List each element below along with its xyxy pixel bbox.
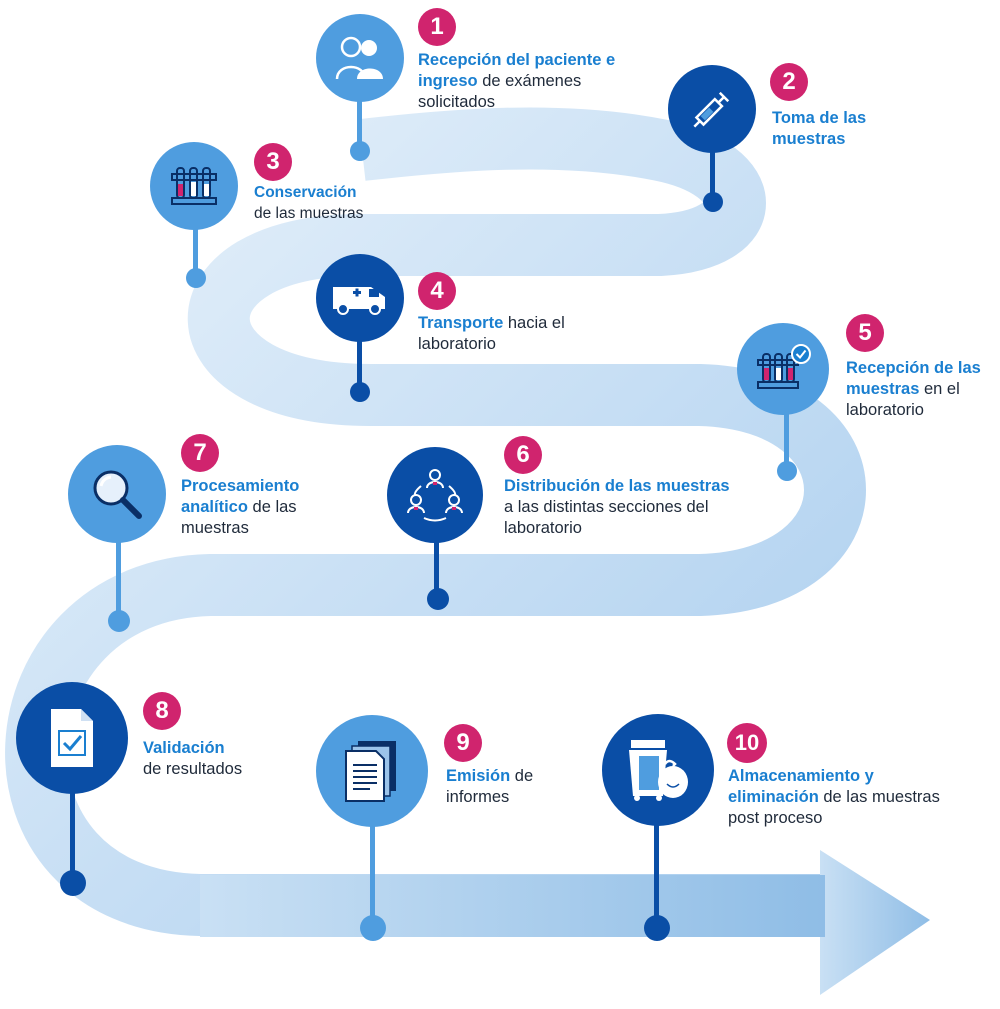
step-6-text: a las distintas secciones del laboratori…: [504, 498, 709, 537]
step-9-label: Emisión de informes: [446, 766, 596, 808]
step-10-stem: [654, 815, 659, 927]
step-7-stem: [116, 535, 121, 617]
step-3-pin: [186, 268, 206, 288]
step-7-text: de las muestras: [181, 498, 297, 537]
step-1-pin: [350, 141, 370, 161]
step-1-stem: [357, 90, 362, 150]
step-2-number: 2: [770, 63, 808, 101]
step-7-label: Procesamiento analítico de las muestras: [181, 476, 356, 539]
step-1-label: Recepción del paciente e ingreso de exám…: [418, 50, 658, 113]
patients-icon: [316, 14, 404, 102]
step-7-title: Procesamiento analítico: [181, 477, 300, 516]
step-1-title: Recepción del paciente e ingreso: [418, 51, 616, 90]
step-9-text: de informes: [446, 767, 534, 806]
documents-stack-icon: [316, 715, 428, 827]
step-2-stem: [710, 140, 715, 202]
step-10-number: 10: [727, 723, 767, 763]
step-6-number: 6: [504, 436, 542, 474]
step-10-pin: [644, 915, 670, 941]
step-6-pin: [427, 588, 449, 610]
step-8-number: 8: [143, 692, 181, 730]
step-6-title: Distribución de las muestras: [504, 477, 730, 495]
step-8-stem: [70, 775, 75, 875]
syringe-icon: [668, 65, 756, 153]
step-7-pin: [108, 610, 130, 632]
waste-bin-icon: [602, 714, 714, 826]
step-10-title: Almacenamiento y eliminación: [728, 767, 874, 806]
test-tubes-rack-icon: [150, 142, 238, 230]
step-4-label: Transporte hacia el laboratorio: [418, 313, 588, 355]
step-5-number: 5: [846, 314, 884, 352]
step-4-number: 4: [418, 272, 456, 310]
step-1-text: de exámenes solicitados: [418, 72, 582, 111]
step-2-title: Toma de las muestras: [772, 109, 867, 148]
step-9-number: 9: [444, 724, 482, 762]
step-10-text: de las muestras post proceso: [728, 788, 940, 827]
step-4-pin: [350, 382, 370, 402]
step-1-number: 1: [418, 8, 456, 46]
step-4-stem: [357, 330, 362, 388]
step-9-pin: [360, 915, 386, 941]
step-8-label: Validación de resultados: [143, 738, 293, 780]
step-10-label: Almacenamiento y eliminación de las mues…: [728, 766, 943, 829]
road-arrow-head: [820, 850, 930, 995]
step-3-text: de las muestras: [254, 205, 364, 222]
step-5-text: en el laboratorio: [846, 380, 960, 419]
step-6-label: Distribución de las muestras a las disti…: [504, 476, 734, 539]
step-2-label: Toma de las muestras: [772, 108, 922, 150]
step-9-title: Emisión: [446, 767, 511, 785]
checked-document-icon: [16, 682, 128, 794]
step-3-number: 3: [254, 143, 292, 181]
people-cycle-icon: [387, 447, 483, 543]
step-2-pin: [703, 192, 723, 212]
step-4-title: Transporte: [418, 314, 504, 332]
van-icon: [316, 254, 404, 342]
step-5-label: Recepción de las muestras en el laborato…: [846, 358, 996, 421]
test-tubes-check-icon: [737, 323, 829, 415]
step-4-text: hacia el laboratorio: [418, 314, 565, 353]
step-3-label: Conservación de las muestras: [254, 182, 434, 224]
step-5-title: Recepción de las muestras: [846, 359, 981, 398]
step-9-stem: [370, 815, 375, 927]
step-3-stem: [193, 215, 198, 277]
step-7-number: 7: [181, 434, 219, 472]
step-6-stem: [434, 535, 439, 595]
step-5-stem: [784, 400, 789, 468]
step-8-text: de resultados: [143, 760, 243, 778]
magnifier-icon: [68, 445, 166, 543]
step-3-title: Conservación: [254, 184, 357, 201]
step-5-pin: [777, 461, 797, 481]
step-8-title: Validación: [143, 739, 225, 757]
step-8-pin: [60, 870, 86, 896]
